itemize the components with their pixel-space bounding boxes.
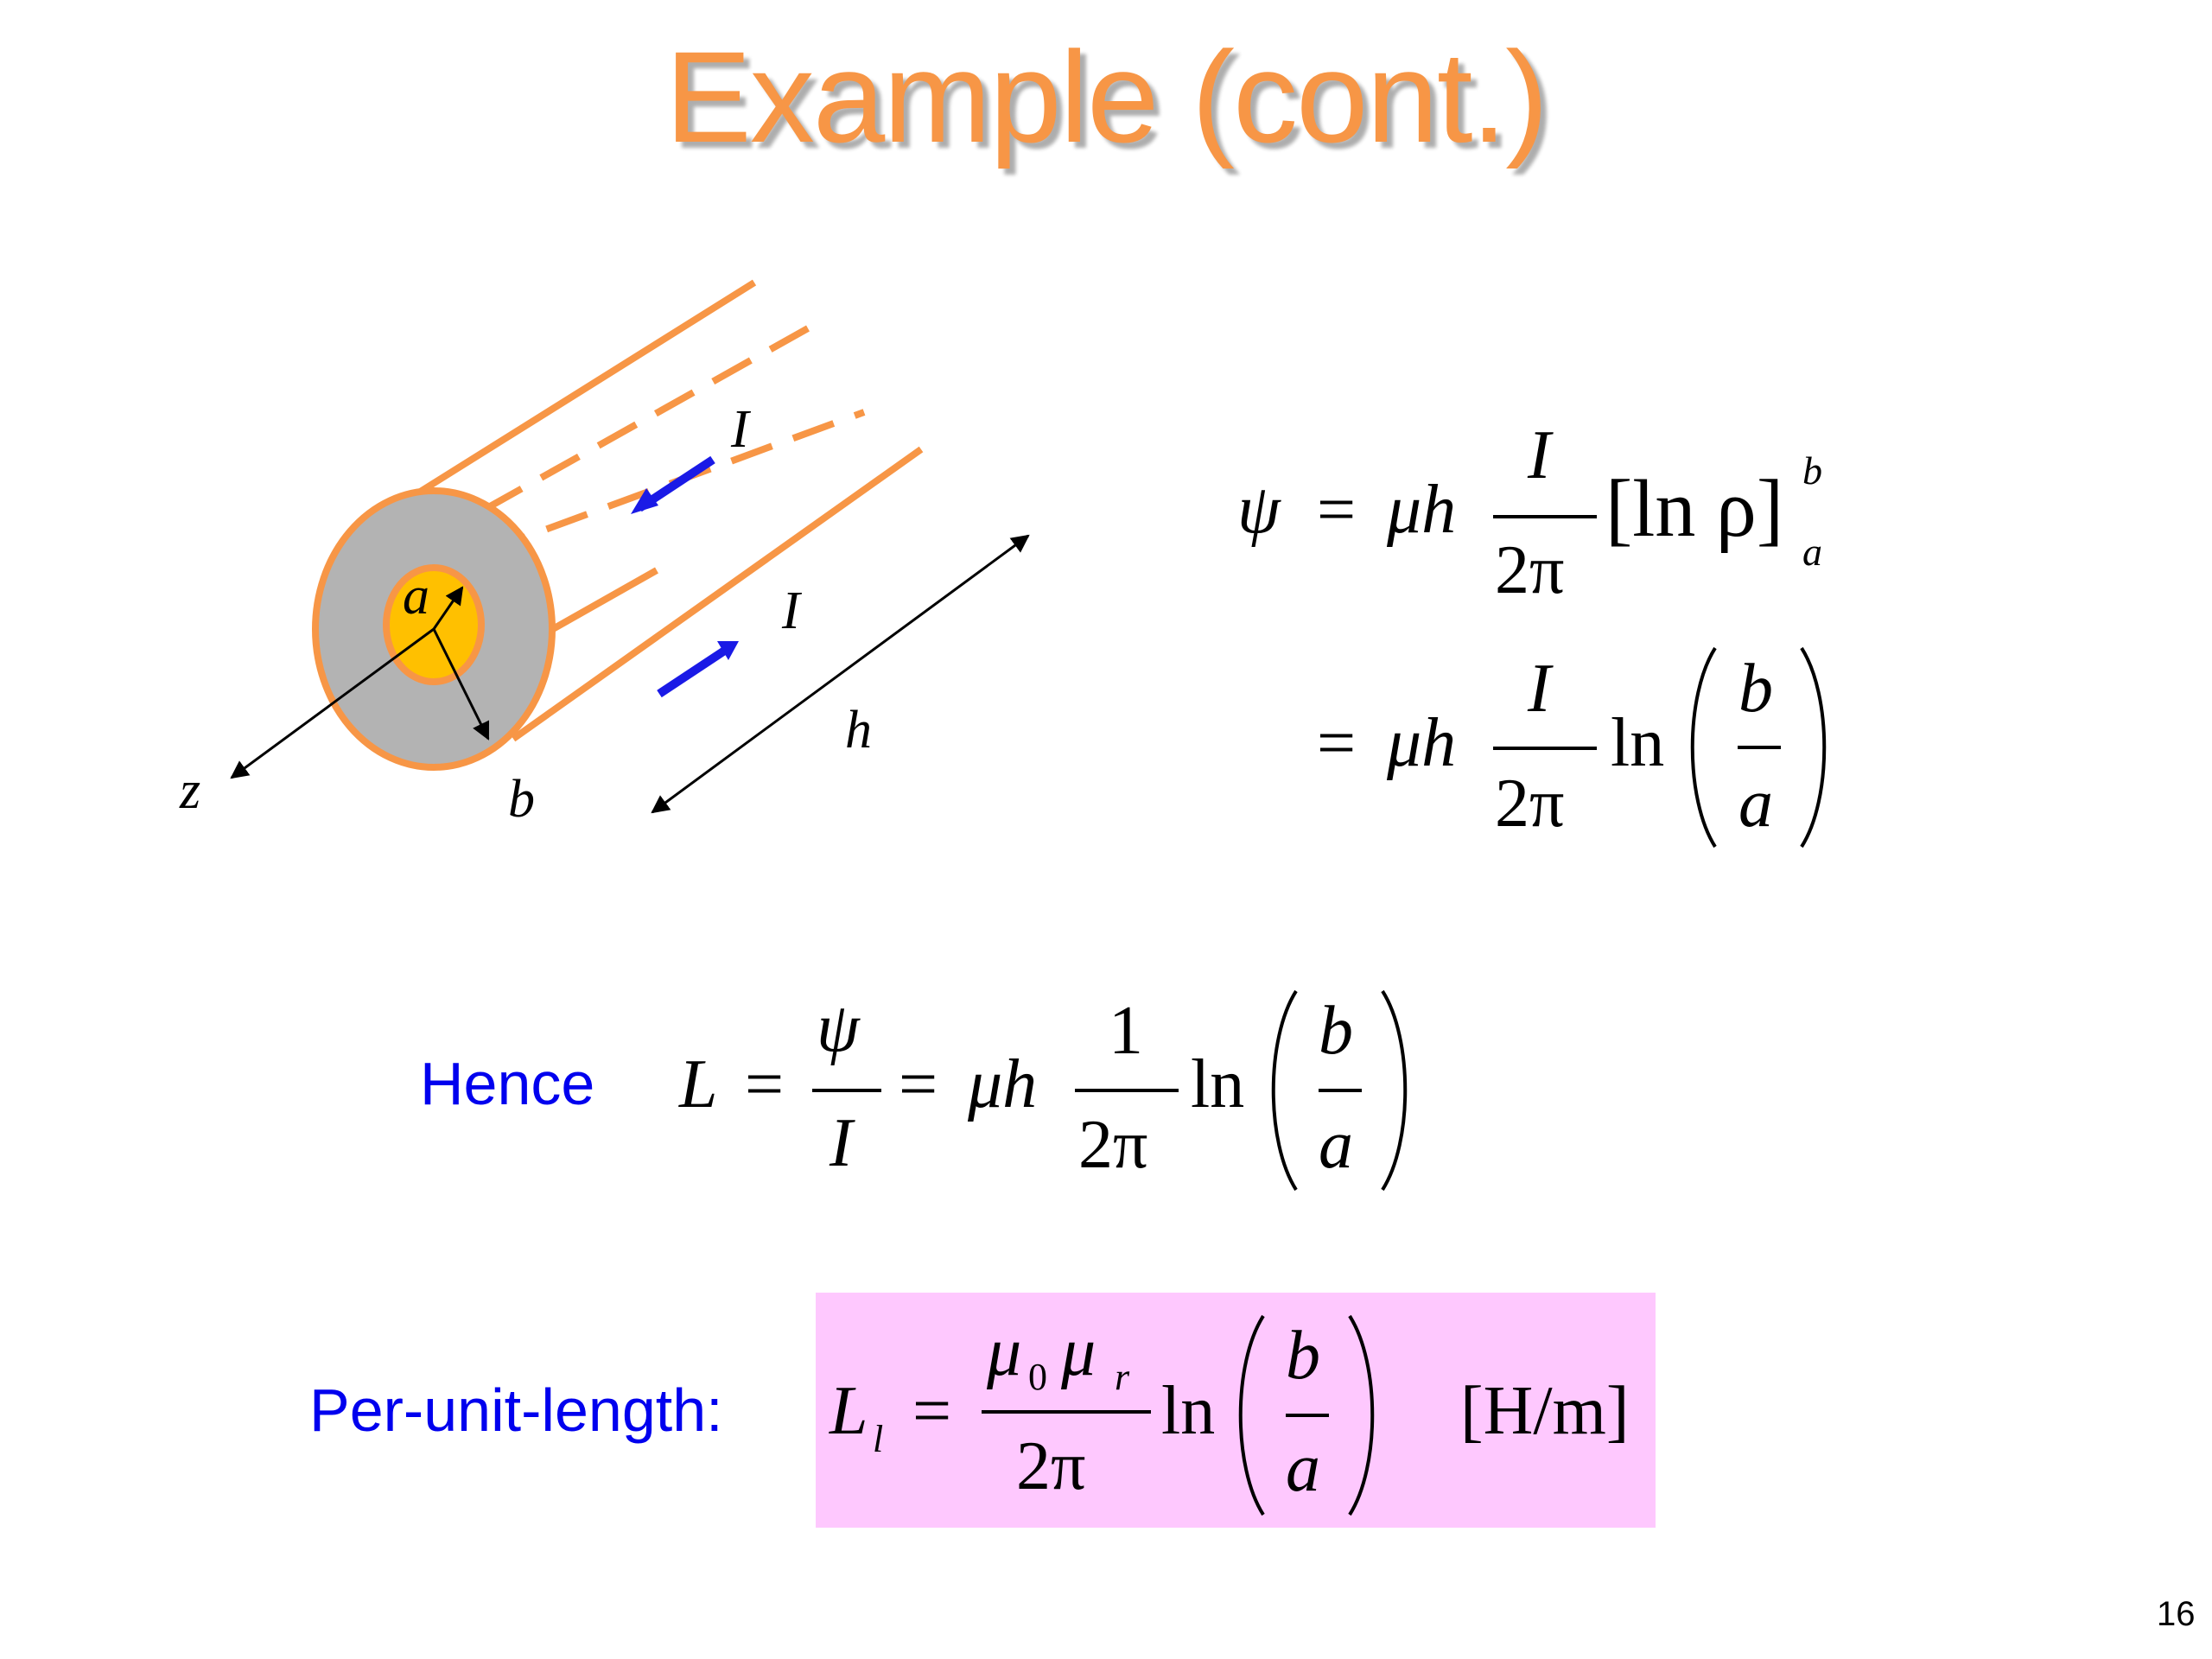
current-arrow-bottom-head [717,641,739,660]
mu-zero-subscript: 0 [1028,1356,1047,1398]
inner-conductor-face [383,564,485,685]
fraction-bar [1493,747,1597,750]
ratio-denominator: a [1319,1107,1353,1183]
outer-radius-label: b [508,770,535,829]
hence-label: Hence [420,1050,595,1117]
ratio-denominator: a [1738,766,1773,842]
fraction-denominator: 2π [1016,1428,1086,1504]
fraction-denominator: 2π [1078,1107,1148,1183]
ratio-numerator: b [1738,651,1773,727]
equals-sign: = [899,1046,938,1122]
fraction-bar [812,1089,881,1092]
outer-bottom-edge [511,446,924,742]
I-denominator: I [830,1105,853,1181]
ln-function: ln [1611,705,1665,781]
ln-rho-bracket: [ln ρ] [1605,464,1784,554]
mu-h: μh [968,1046,1038,1122]
mu-r: μ [1061,1314,1096,1390]
parentheses [1238,1314,1375,1516]
radius-a-arrow [432,586,464,630]
equals-sign: = [745,1046,785,1122]
ratio-numerator: b [1319,993,1353,1069]
L-subscript: l [873,1418,884,1460]
parentheses [1271,989,1408,1192]
z-axis-label: z [180,761,201,820]
z-axis-arrow [230,627,435,779]
lower-limit: a [1802,530,1822,574]
ln-function: ln [1161,1373,1216,1449]
L-symbol: L [830,1373,868,1449]
length-label: h [845,701,872,760]
fraction-numerator: 1 [1109,993,1143,1069]
fraction-numerator: I [1528,417,1551,493]
ln-function: ln [1191,1046,1245,1122]
fraction-denominator: 2π [1495,766,1565,842]
coaxial-cable-diagram [230,279,1030,814]
L-symbol: L [679,1046,718,1122]
units-label: [H/m] [1460,1373,1630,1449]
fraction-numerator: I [1528,651,1551,727]
radius-b-arrow [432,628,490,741]
per-unit-length-label: Per-unit-length: [309,1376,723,1444]
upper-limit: b [1802,448,1822,493]
length-h-arrow [651,534,1030,814]
mu-r-subscript: r [1115,1356,1130,1398]
mu-h: μh [1387,705,1457,781]
parentheses [1690,646,1827,849]
page-number: 16 [2157,1595,2196,1633]
inner-radius-label: a [403,567,429,626]
current-label-bottom: I [782,582,800,640]
fraction-denominator: 2π [1495,532,1565,608]
current-arrow-bottom [657,645,728,698]
current-arrow-top-head [631,488,658,514]
fraction-bar [1493,515,1597,518]
fraction-bar [1075,1089,1179,1092]
outer-top-edge [405,279,757,503]
psi-symbol: ψ [1237,472,1281,548]
psi-numerator: ψ [817,990,860,1066]
fraction-bar [982,1410,1151,1414]
ratio-denominator: a [1286,1430,1320,1506]
equals-sign: = [1317,705,1357,781]
highlight-box [816,1293,1656,1528]
ratio-numerator: b [1286,1318,1320,1394]
equals-sign: = [1317,472,1357,548]
mu-h: μh [1387,472,1457,548]
mu-zero: μ [987,1314,1022,1390]
current-label-top: I [731,400,749,459]
equals-sign: = [912,1373,952,1449]
slide-title: Example (cont.) [664,24,1548,169]
